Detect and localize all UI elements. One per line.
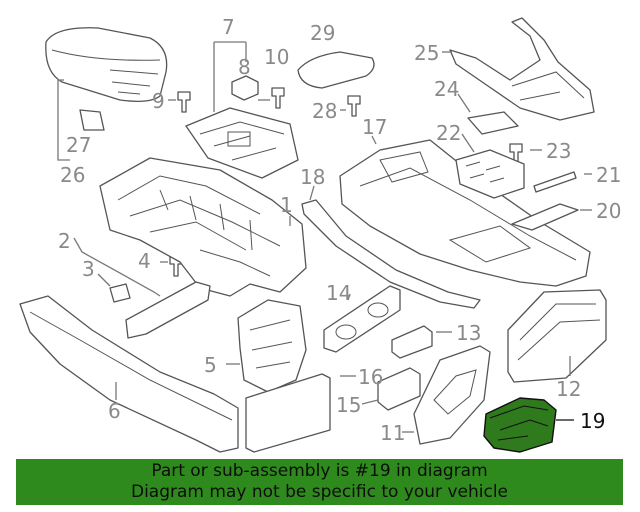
callout-9: 9 bbox=[152, 89, 165, 113]
clip-part bbox=[231, 75, 259, 101]
callout-3: 3 bbox=[82, 257, 95, 281]
cupholder-part bbox=[323, 285, 401, 353]
callout-15: 15 bbox=[336, 393, 361, 417]
callout-7: 7 bbox=[222, 15, 235, 39]
bolt-parts bbox=[169, 87, 523, 277]
upper-bracket-part bbox=[185, 107, 299, 179]
switch-block-part bbox=[455, 149, 525, 199]
lower-bracket-part bbox=[125, 281, 211, 339]
callout-19: 19 bbox=[580, 409, 605, 433]
callout-8: 8 bbox=[238, 55, 251, 79]
pad-part bbox=[109, 283, 131, 303]
trim-strip-part bbox=[301, 199, 481, 309]
bezel-part bbox=[413, 345, 491, 445]
upper-trim-part bbox=[449, 17, 595, 121]
parts-diagram: 1 2 3 4 5 6 7 8 9 10 11 12 13 14 15 16 1… bbox=[19, 15, 621, 453]
callout-13: 13 bbox=[456, 321, 481, 345]
mid-bracket-part bbox=[237, 299, 307, 393]
armrest-lid-part bbox=[45, 27, 168, 131]
callout-5: 5 bbox=[204, 353, 217, 377]
center-console-part bbox=[339, 139, 591, 287]
tray-part bbox=[245, 373, 331, 453]
control-part bbox=[377, 367, 421, 411]
top-cover-part bbox=[297, 51, 375, 89]
callout-18: 18 bbox=[300, 165, 325, 189]
storage-box-part bbox=[507, 289, 607, 383]
callout-29: 29 bbox=[310, 21, 335, 45]
callout-24: 24 bbox=[434, 77, 459, 101]
ring-part bbox=[511, 203, 579, 231]
callout-26: 26 bbox=[60, 163, 85, 187]
info-banner: Part or sub-assembly is #19 in diagram D… bbox=[16, 459, 623, 505]
leader-lines bbox=[57, 41, 592, 433]
callout-4: 4 bbox=[138, 249, 151, 273]
callout-25: 25 bbox=[414, 41, 439, 65]
callout-21: 21 bbox=[596, 163, 621, 187]
switch-panel-part bbox=[391, 325, 433, 359]
callout-6: 6 bbox=[108, 399, 121, 423]
callout-1: 1 bbox=[280, 193, 293, 217]
side-panel-part bbox=[19, 295, 239, 453]
banner-line-1: Part or sub-assembly is #19 in diagram bbox=[151, 461, 488, 481]
callout-17: 17 bbox=[362, 115, 387, 139]
mat-part bbox=[467, 111, 519, 135]
callout-28: 28 bbox=[312, 99, 337, 123]
small-strip-part bbox=[533, 171, 577, 193]
callout-14: 14 bbox=[326, 281, 351, 305]
callout-2: 2 bbox=[58, 229, 71, 253]
callout-16: 16 bbox=[358, 365, 383, 389]
callout-20: 20 bbox=[596, 199, 621, 223]
callout-27: 27 bbox=[66, 133, 91, 157]
highlighted-part-19 bbox=[483, 397, 557, 453]
callout-10: 10 bbox=[264, 45, 289, 69]
callout-22: 22 bbox=[436, 121, 461, 145]
banner-line-2: Diagram may not be specific to your vehi… bbox=[130, 482, 508, 502]
callout-labels: 1 2 3 4 5 6 7 8 9 10 11 12 13 14 15 16 1… bbox=[58, 15, 621, 445]
callout-12: 12 bbox=[556, 377, 581, 401]
callout-11: 11 bbox=[380, 421, 405, 445]
callout-23: 23 bbox=[546, 139, 571, 163]
console-frame-part bbox=[99, 157, 307, 297]
